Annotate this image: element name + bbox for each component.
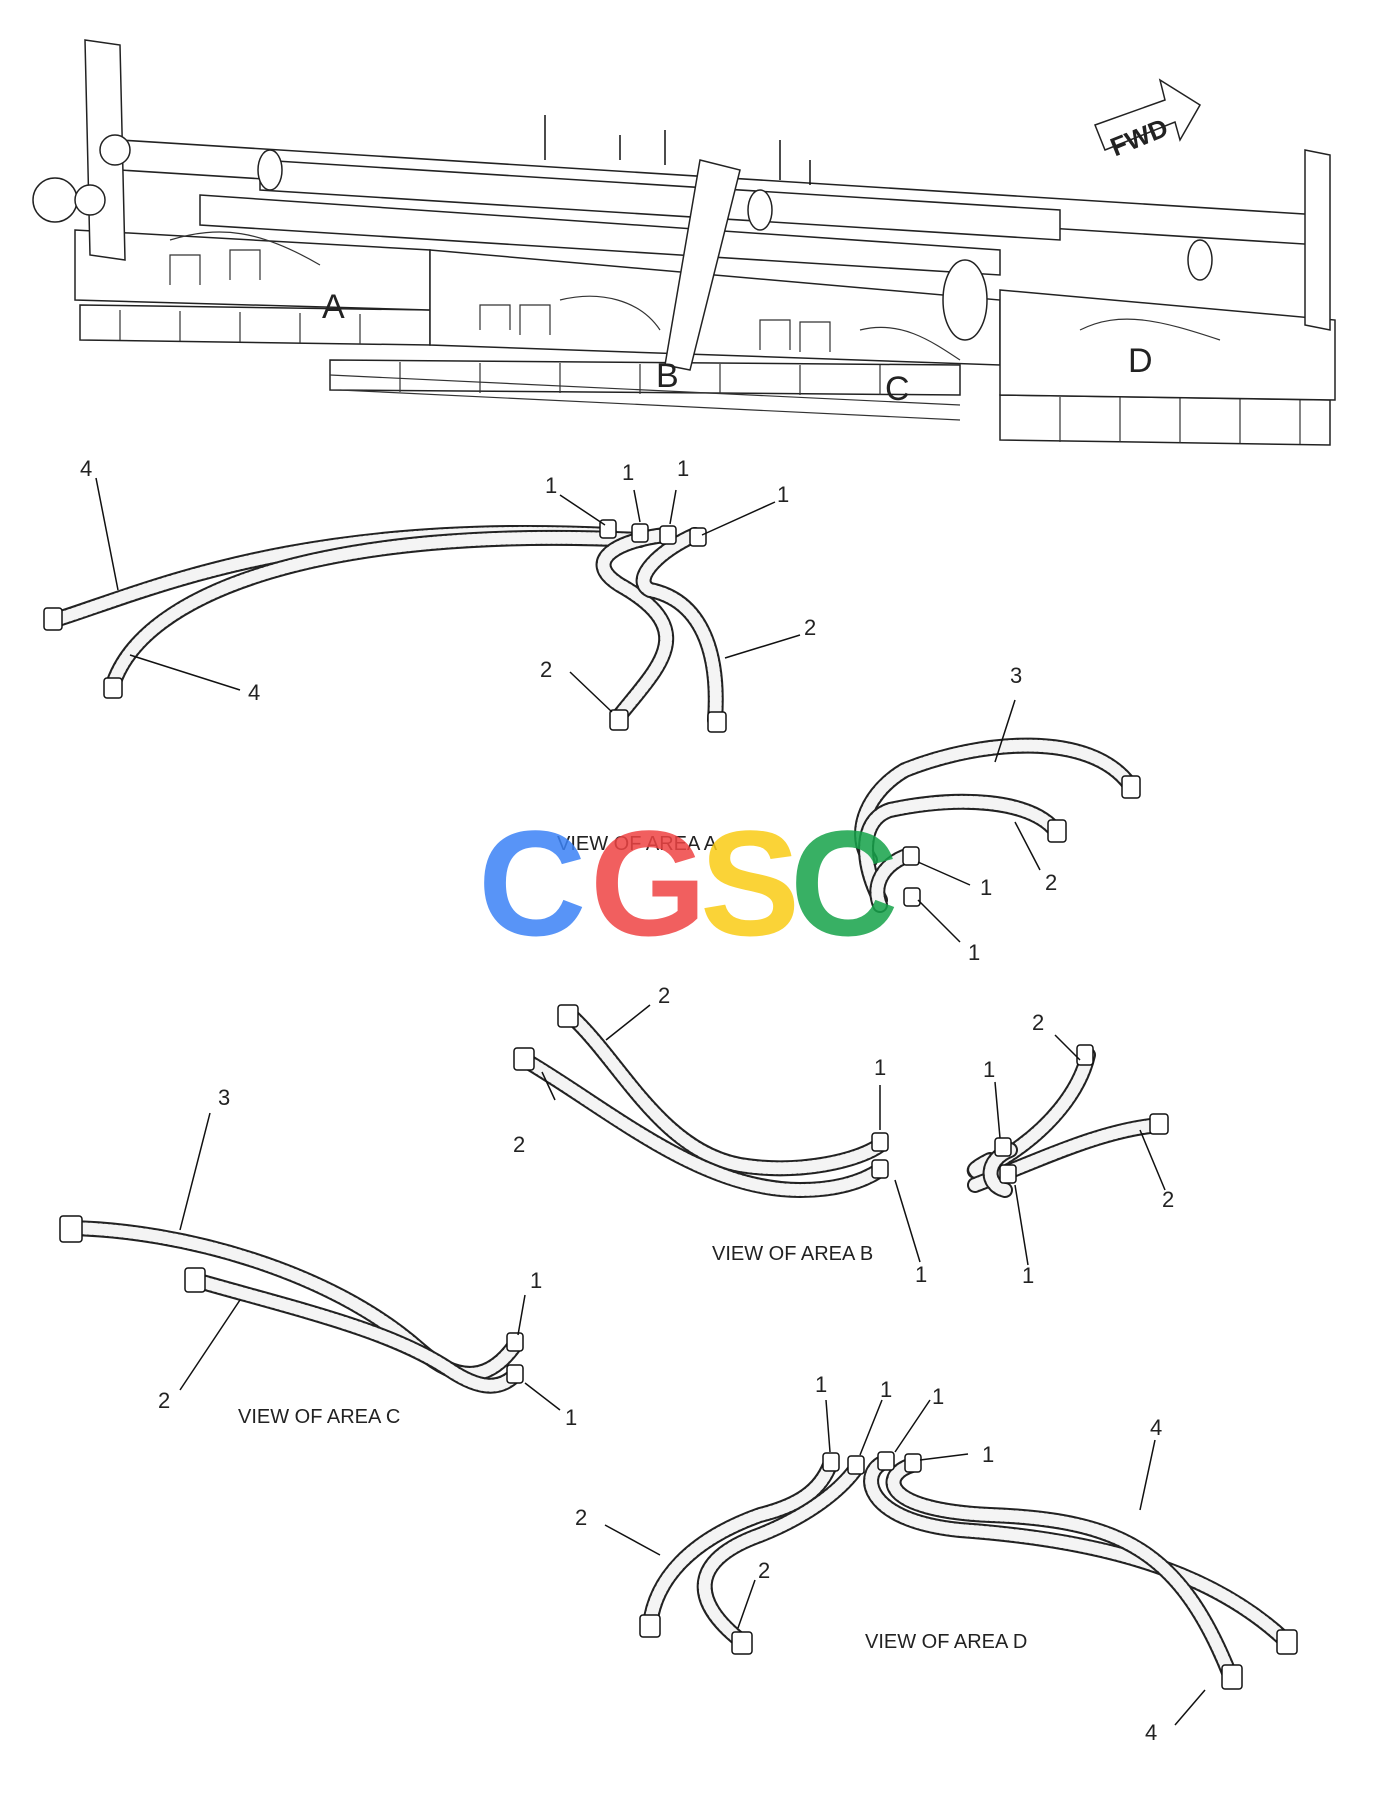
callout-1: 1	[545, 473, 557, 498]
callout-1: 1	[565, 1405, 577, 1430]
callout-4: 4	[248, 680, 260, 705]
cgsc-watermark-logo: C G S C	[478, 799, 898, 967]
callout-1: 1	[982, 1442, 994, 1467]
callout-2: 2	[758, 1558, 770, 1583]
callout-2: 2	[158, 1388, 170, 1413]
callout-1: 1	[932, 1384, 944, 1409]
view-area-b: 2 2 1 1 2 1 1 2 VIEW OF AREA B	[513, 983, 1174, 1288]
callout-1: 1	[880, 1377, 892, 1402]
callout-4: 4	[80, 456, 92, 481]
view-caption-b: VIEW OF AREA B	[712, 1243, 873, 1265]
view-area-a: 4 1 1 1 1 4 2 2 3 1 1 2 VIEW OF AREA A	[43, 456, 1141, 965]
callout-2: 2	[804, 615, 816, 640]
callout-1: 1	[622, 460, 634, 485]
callout-2: 2	[1045, 870, 1057, 895]
callout-2: 2	[1032, 1010, 1044, 1035]
machine-assembly: FWD A B C D	[32, 39, 1336, 446]
callout-2: 2	[1162, 1187, 1174, 1212]
callout-1: 1	[915, 1262, 927, 1287]
callout-3: 3	[1010, 663, 1022, 688]
area-label-b: B	[656, 357, 679, 395]
forward-arrow-icon	[1094, 78, 1202, 151]
watermark-letter-c: C	[478, 799, 586, 967]
watermark-letter-g: G	[590, 799, 707, 967]
callout-1: 1	[968, 940, 980, 965]
callout-1: 1	[980, 875, 992, 900]
callout-1: 1	[874, 1055, 886, 1080]
view-caption-c: VIEW OF AREA C	[238, 1406, 400, 1428]
view-caption-d: VIEW OF AREA D	[865, 1631, 1027, 1653]
callout-1: 1	[983, 1057, 995, 1082]
view-area-c: 3 2 1 1 VIEW OF AREA C	[59, 1085, 577, 1430]
callout-1: 1	[530, 1268, 542, 1293]
view-area-d: 1 1 1 1 2 2 4 4 VIEW OF AREA D	[575, 1372, 1298, 1745]
callout-4: 4	[1150, 1415, 1162, 1440]
callout-2: 2	[540, 657, 552, 682]
watermark-letter-c2: C	[790, 799, 898, 967]
view-caption-a: VIEW OF AREA A	[557, 833, 718, 855]
callout-2: 2	[658, 983, 670, 1008]
area-label-c: C	[885, 370, 910, 408]
callout-1: 1	[1022, 1263, 1034, 1288]
area-label-d: D	[1128, 342, 1153, 380]
callout-2: 2	[575, 1505, 587, 1530]
callout-2: 2	[513, 1132, 525, 1157]
callout-1: 1	[815, 1372, 827, 1397]
callout-1: 1	[777, 482, 789, 507]
callout-1: 1	[677, 456, 689, 481]
watermark-letter-s: S	[700, 799, 800, 967]
area-label-a: A	[322, 288, 345, 326]
callout-4: 4	[1145, 1720, 1157, 1745]
callout-3: 3	[218, 1085, 230, 1110]
